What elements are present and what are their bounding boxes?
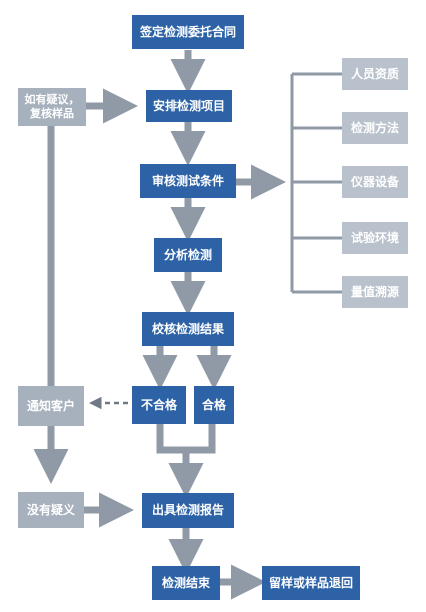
test-end-box: 检测结束 xyxy=(152,566,220,600)
doubt-recheck-label: 如有疑议，复核样品 xyxy=(24,93,80,120)
sign-contract-box: 签定检测委托合同 xyxy=(132,15,244,49)
return-sample-label: 留样或样品退回 xyxy=(268,575,353,590)
condition-method-box: 检测方法 xyxy=(342,112,408,144)
doubt-recheck-box: 如有疑议，复核样品 xyxy=(18,88,86,126)
test-end-label: 检测结束 xyxy=(161,575,210,590)
condition-environment-box: 试验环境 xyxy=(342,222,408,254)
arrange-items-box: 安排检测项目 xyxy=(146,90,232,122)
condition-personnel-label: 人员资质 xyxy=(350,66,399,81)
return-sample-box: 留样或样品退回 xyxy=(262,566,360,600)
notify-client-box: 通知客户 xyxy=(18,386,84,426)
issue-report-label: 出具检测报告 xyxy=(151,503,224,517)
verify-results-box: 校核检测结果 xyxy=(142,312,234,346)
condition-method-label: 检测方法 xyxy=(350,120,399,135)
unqualified-box: 不合格 xyxy=(132,386,186,424)
qualified-label: 合格 xyxy=(201,397,226,412)
qualified-box: 合格 xyxy=(194,386,234,424)
review-conditions-box: 审核测试条件 xyxy=(140,164,236,198)
unqualified-label: 不合格 xyxy=(140,397,177,412)
no-doubt-label: 没有疑义 xyxy=(26,502,75,517)
condition-personnel-box: 人员资质 xyxy=(342,58,408,90)
arrange-items-label: 安排检测项目 xyxy=(152,98,225,113)
issue-report-box: 出具检测报告 xyxy=(142,493,234,528)
conditions-bracket xyxy=(290,72,342,294)
no-doubt-box: 没有疑义 xyxy=(18,492,84,528)
review-conditions-label: 审核测试条件 xyxy=(151,173,224,188)
condition-traceability-box: 量值溯源 xyxy=(342,276,408,308)
sign-contract-label: 签定检测委托合同 xyxy=(139,24,236,39)
analysis-label: 分析检测 xyxy=(163,247,212,262)
analysis-box: 分析检测 xyxy=(154,238,222,272)
condition-equipment-label: 仪器设备 xyxy=(350,174,399,189)
condition-environment-label: 试验环境 xyxy=(350,230,399,245)
verify-results-label: 校核检测结果 xyxy=(151,321,224,336)
merge-connector xyxy=(156,424,216,454)
notify-client-label: 通知客户 xyxy=(26,398,75,413)
condition-traceability-label: 量值溯源 xyxy=(350,284,399,299)
condition-equipment-box: 仪器设备 xyxy=(342,166,408,198)
